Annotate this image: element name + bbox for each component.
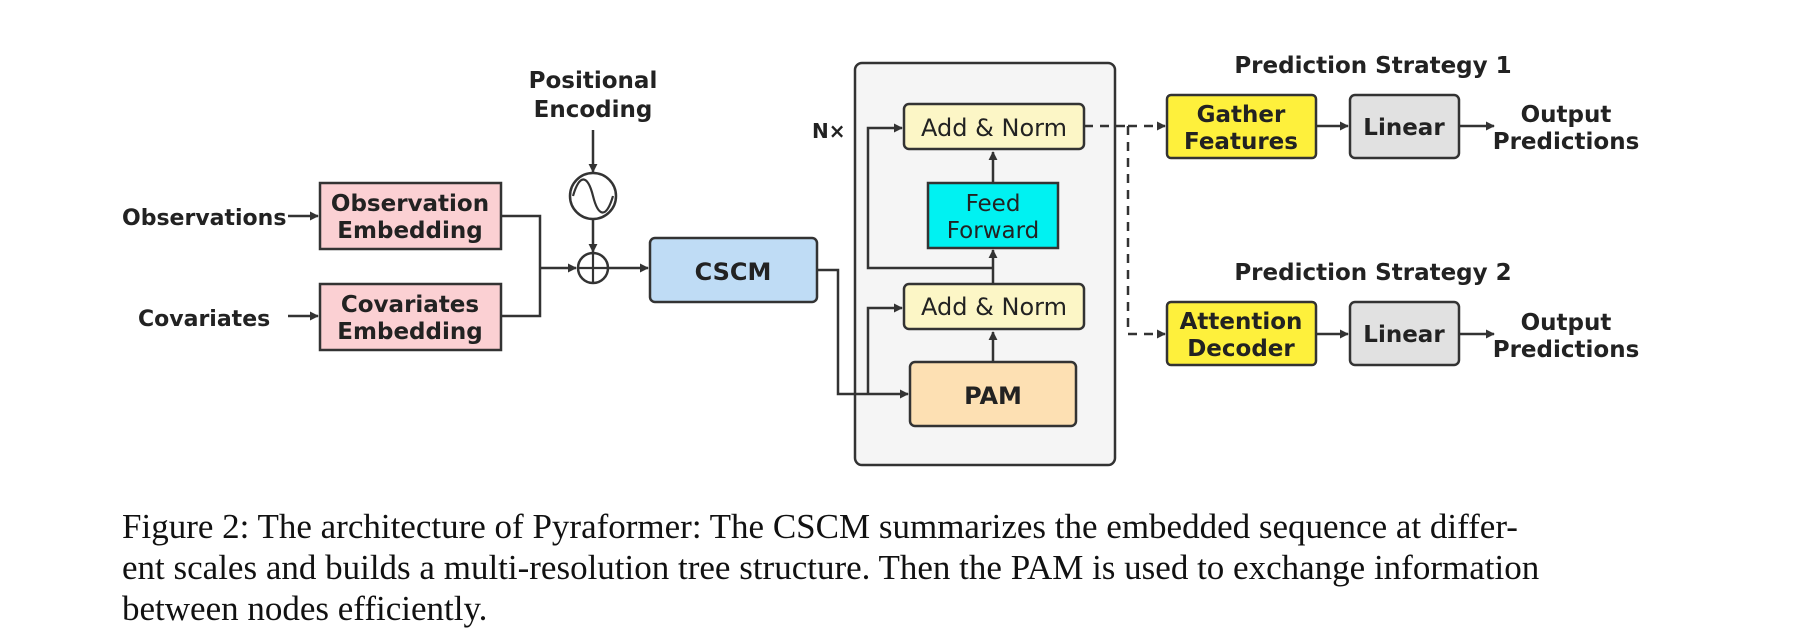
covariates-merge-line xyxy=(501,268,542,318)
feed-forward-label-line2: Forward xyxy=(947,218,1040,244)
covariates-label: Covariates xyxy=(138,307,270,332)
caption-line-1: Figure 2: The architecture of Pyraformer… xyxy=(122,507,1518,546)
cscm-to-pam-arrow xyxy=(817,268,909,399)
covariates-embedding-label: Covariates xyxy=(341,292,479,318)
observation-embedding-label-line2: Embedding xyxy=(337,218,482,244)
feed-forward-box xyxy=(926,181,1060,250)
observation-merge-line xyxy=(501,214,542,268)
positional-encoding-label: Positional xyxy=(529,68,658,94)
cscm-label: CSCM xyxy=(695,258,772,286)
add-norm-top-label: Add & Norm xyxy=(921,114,1067,142)
output-predictions-label-2: Output xyxy=(1521,310,1612,336)
linear-label-1: Linear xyxy=(1363,115,1445,141)
pyraformer-architecture-diagram: Observations Covariates Positional Encod… xyxy=(122,53,1640,467)
figure-caption: Figure 2: The architecture of Pyraformer… xyxy=(122,506,1642,629)
feed-forward-label: Feed xyxy=(966,191,1021,217)
output-predictions-label-2-line2: Predictions xyxy=(1493,337,1640,363)
caption-line-2: ent scales and builds a multi-resolution… xyxy=(122,548,1540,587)
pam-label: PAM xyxy=(964,382,1022,410)
observation-embedding-label: Observation xyxy=(331,191,489,217)
covariates-embedding-label-line2: Embedding xyxy=(337,319,482,345)
caption-line-3: between nodes efficiently. xyxy=(122,589,488,628)
gather-features-label: Gather xyxy=(1197,102,1286,128)
attention-decoder-label-line2: Decoder xyxy=(1187,336,1295,362)
linear-label-2: Linear xyxy=(1363,322,1445,348)
sine-wave-curve xyxy=(571,178,615,214)
observations-label: Observations xyxy=(122,206,286,231)
residual-to-bottom-norm-arrow xyxy=(866,303,903,394)
add-norm-bottom-label: Add & Norm xyxy=(921,293,1067,321)
output-predictions-label-1: Output xyxy=(1521,102,1612,128)
positional-encoding-label-line2: Encoding xyxy=(534,97,653,123)
covariates-embedding-box xyxy=(318,282,503,352)
repeat-label: N× xyxy=(812,119,846,143)
residual-to-top-norm-arrow xyxy=(866,123,993,270)
strategy2-title: Prediction Strategy 2 xyxy=(1234,260,1511,286)
gather-features-label-line2: Features xyxy=(1184,129,1298,155)
observation-embedding-box xyxy=(318,181,503,251)
output-predictions-label-1-line2: Predictions xyxy=(1493,129,1640,155)
attention-decoder-label: Attention xyxy=(1180,309,1303,335)
strategy1-title: Prediction Strategy 1 xyxy=(1234,53,1511,79)
